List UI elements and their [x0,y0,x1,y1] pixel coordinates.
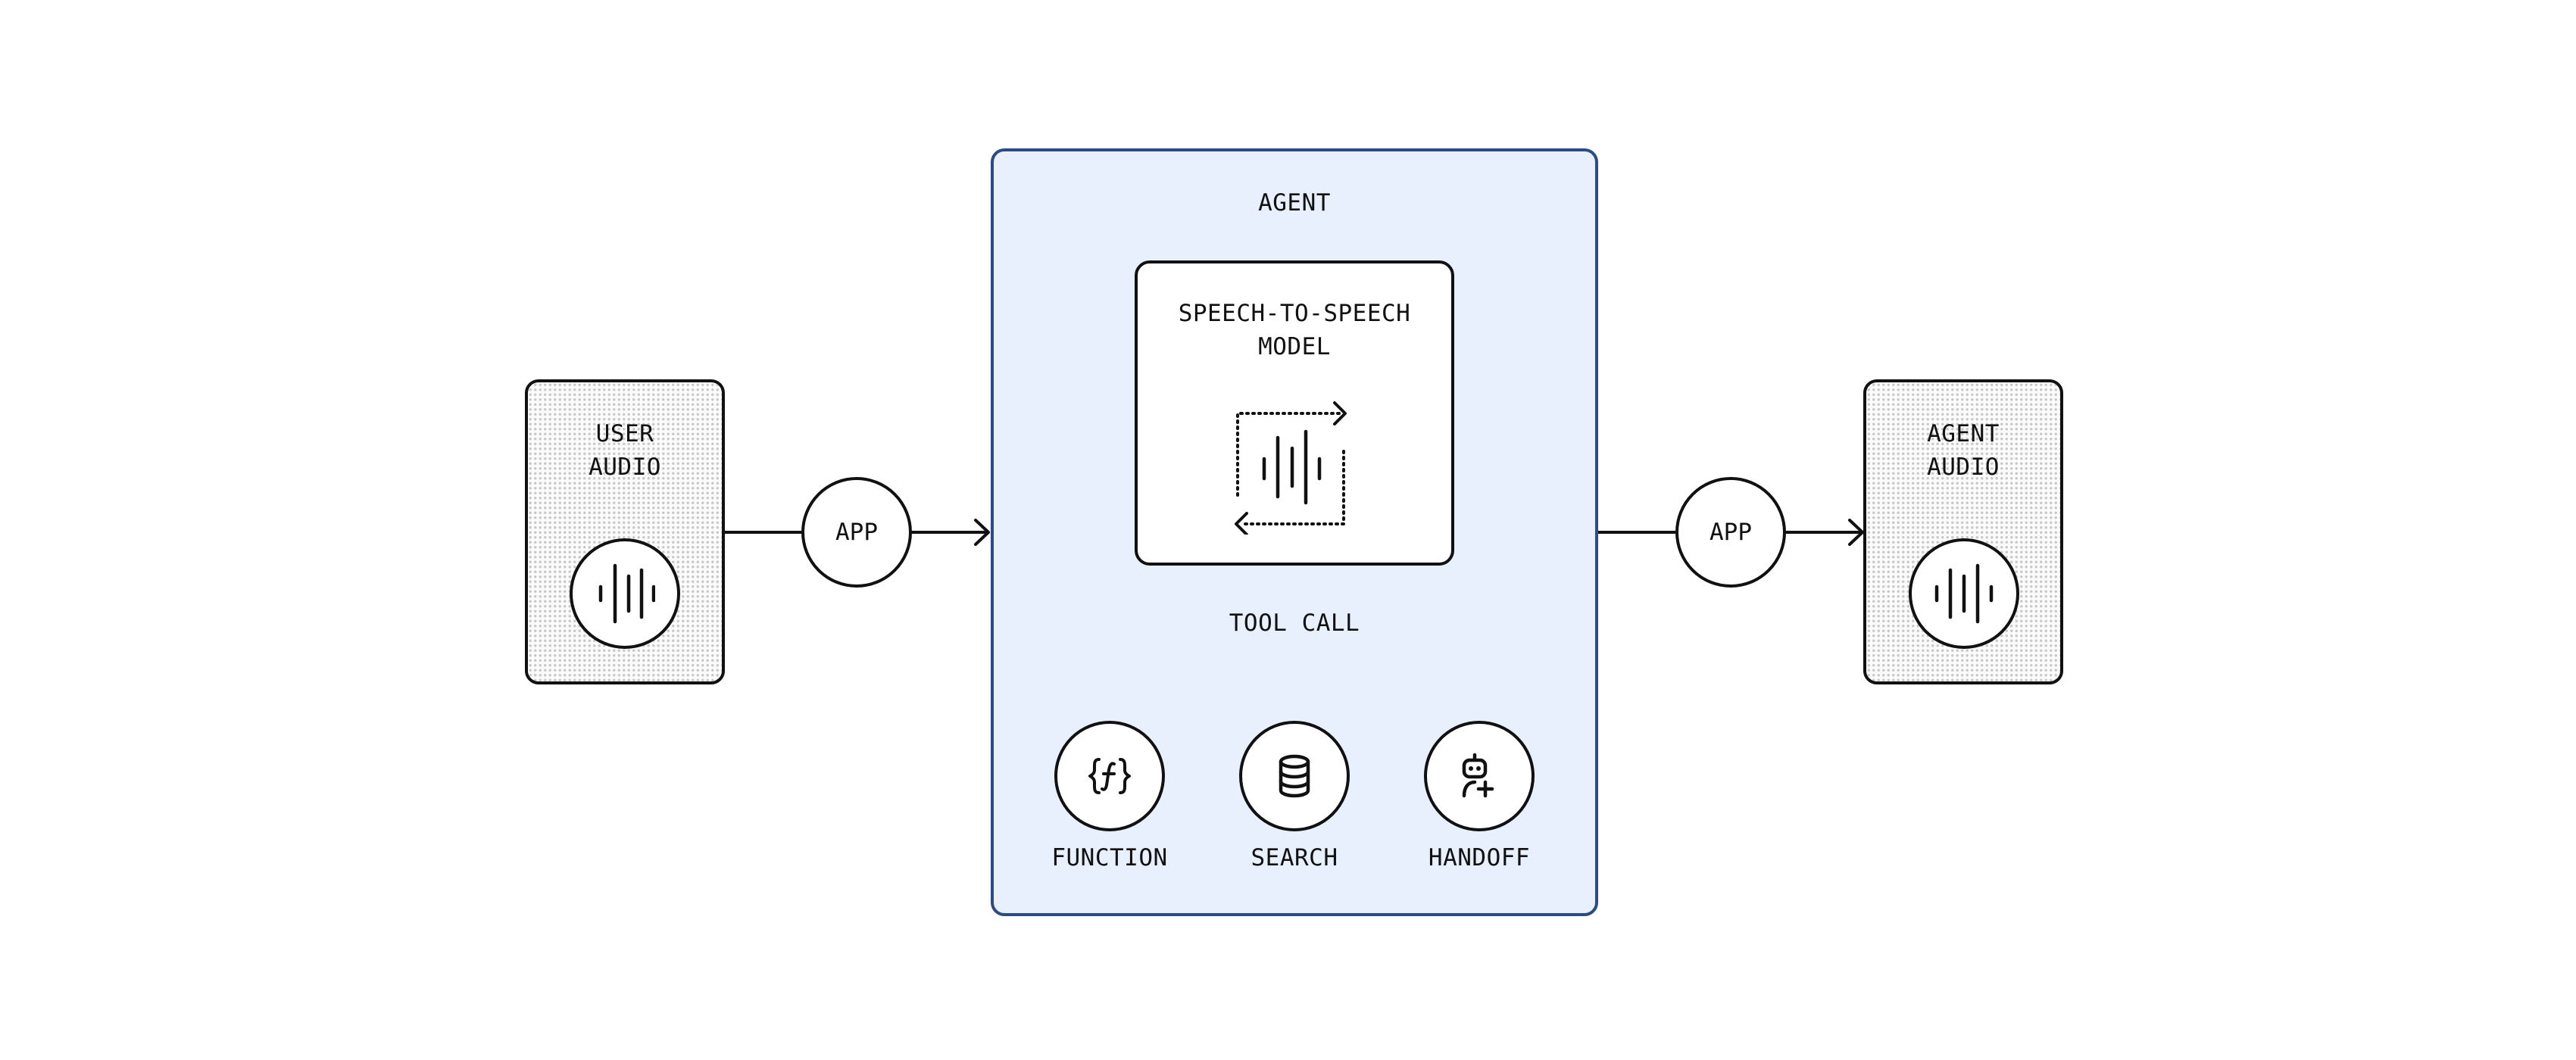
app-node-right: APP [1675,477,1786,588]
arrowhead-agent-audio [1848,519,1864,546]
tool-search-label: SEARCH [1251,844,1338,871]
app-node-left: APP [801,477,912,588]
agent-audio-label: AGENT AUDIO [1927,420,2000,481]
waveform-icon [1934,563,1994,624]
agent-audio-circle [1909,538,2019,649]
tool-call-label: TOOL CALL [1229,610,1360,637]
user-audio-label: USER AUDIO [589,420,661,481]
speech-loop-waveform-icon [1235,401,1347,535]
user-audio-card: USER AUDIO [525,379,725,684]
tool-search-node [1239,721,1350,831]
waveform-icon [598,563,655,624]
database-icon [1279,754,1310,798]
speech-to-speech-model-card: SPEECH-TO-SPEECH MODEL [1135,260,1454,566]
agent-audio-card: AGENT AUDIO [1863,379,2063,684]
user-audio-circle [570,538,680,649]
app-right-label: APP [1710,519,1752,546]
tool-handoff-node [1424,721,1535,831]
agent-title: AGENT [1258,189,1331,217]
app-left-label: APP [835,519,878,546]
model-label: SPEECH-TO-SPEECH MODEL [1178,300,1411,360]
arrowhead-agent [974,519,990,546]
function-braces-icon [1088,758,1131,794]
tool-function-node [1054,721,1165,831]
tool-function-label: FUNCTION [1051,844,1168,871]
tool-handoff-label: HANDOFF [1428,844,1531,871]
bot-add-user-icon [1462,753,1494,798]
